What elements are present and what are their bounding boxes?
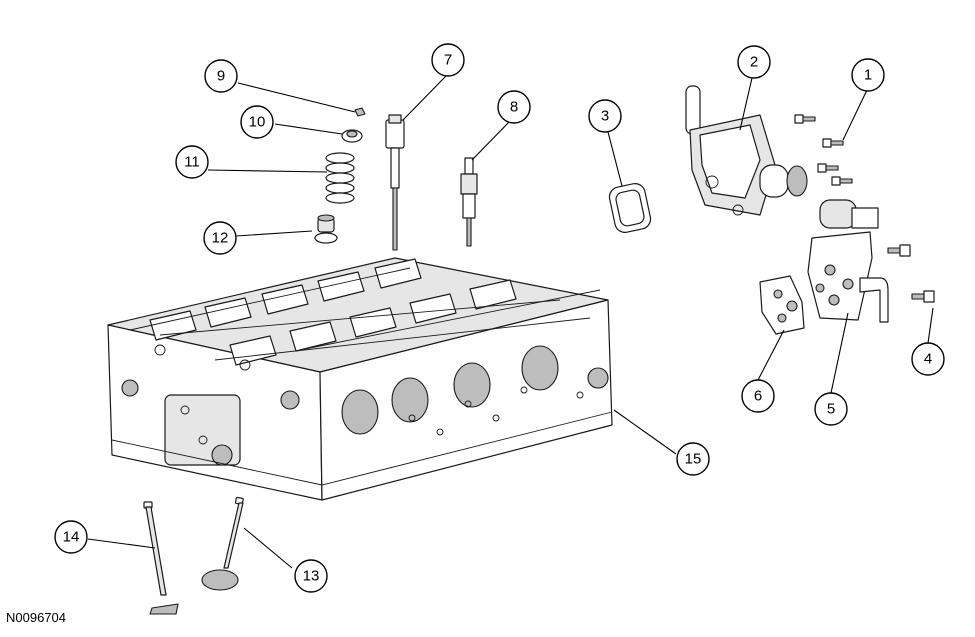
- svg-text:5: 5: [827, 401, 835, 418]
- leader-lines: [87, 75, 934, 569]
- svg-text:7: 7: [444, 52, 452, 69]
- svg-text:14: 14: [63, 529, 80, 546]
- part-14-valve: [143, 501, 179, 615]
- svg-text:4: 4: [924, 351, 932, 368]
- callout-3: 3: [588, 99, 622, 133]
- svg-text:2: 2: [750, 54, 758, 71]
- cylinder-head: [107, 257, 613, 501]
- figure-id-label: N0096704: [6, 610, 66, 625]
- part-11-valve-spring: [325, 152, 355, 204]
- part-7-sensor: [385, 114, 405, 251]
- svg-text:8: 8: [510, 99, 518, 116]
- svg-text:10: 10: [249, 114, 266, 131]
- part-9-keeper: [354, 107, 366, 117]
- part-1-bolts: [794, 114, 853, 186]
- part-13-valve: [201, 496, 244, 591]
- svg-text:9: 9: [217, 68, 225, 85]
- callout-6: 6: [741, 379, 775, 413]
- callout-9: 9: [204, 59, 238, 93]
- svg-text:13: 13: [303, 568, 320, 585]
- callout-15: 15: [676, 442, 710, 476]
- svg-text:3: 3: [601, 108, 609, 125]
- part-6-gasket: [759, 275, 805, 335]
- callout-4: 4: [911, 342, 945, 376]
- callout-1: 1: [851, 58, 885, 92]
- callout-2: 2: [737, 45, 771, 79]
- svg-text:15: 15: [685, 451, 702, 468]
- callout-5: 5: [814, 392, 848, 426]
- part-2-thermostat-housing: [685, 85, 808, 216]
- callout-12: 12: [203, 221, 237, 255]
- callout-11: 11: [175, 145, 209, 179]
- part-4-bolts: [887, 244, 935, 303]
- callout-10: 10: [240, 105, 274, 139]
- callout-7: 7: [431, 43, 465, 77]
- part-12-valve-seal: [314, 214, 338, 244]
- svg-text:12: 12: [212, 230, 229, 247]
- callout-13: 13: [294, 559, 328, 593]
- callout-8: 8: [497, 90, 531, 124]
- svg-text:6: 6: [754, 388, 762, 405]
- callout-14: 14: [54, 520, 88, 554]
- part-8-spark-plug: [460, 157, 478, 247]
- svg-text:11: 11: [184, 154, 200, 171]
- svg-text:1: 1: [864, 67, 872, 84]
- part-5-egr-valve: [807, 199, 889, 323]
- part-10-retainer: [341, 129, 363, 143]
- part-3-gasket: [608, 183, 652, 233]
